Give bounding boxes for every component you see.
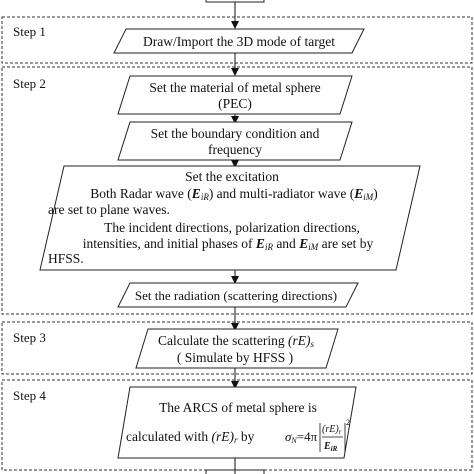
excitation-title: Set the excitation <box>185 169 279 184</box>
step2-label: Step 2 <box>13 76 46 91</box>
excitation-line1: Both Radar wave (EiR) and multi-radiator… <box>90 186 378 202</box>
arcs-text-1: The ARCS of metal sphere is <box>159 400 317 415</box>
step1-container <box>1 16 473 64</box>
formula-exponent: 2 <box>346 418 350 427</box>
boundary-text-2: frequency <box>208 142 262 157</box>
boundary-box <box>117 121 353 161</box>
draw-import-box <box>113 28 365 54</box>
formula-sigma: σN=4π <box>285 429 318 445</box>
formula-denominator: EiR <box>323 441 338 453</box>
step1-label: Step 1 <box>13 24 46 39</box>
step4-label: Step 4 <box>13 388 46 403</box>
step2-container <box>1 66 473 315</box>
excitation-box <box>39 165 421 271</box>
material-box <box>117 75 353 115</box>
boundary-text-1: Set the boundary condition and <box>151 126 320 141</box>
top-partial-box <box>205 0 265 3</box>
excitation-line2: are set to plane waves. <box>48 202 170 217</box>
arcs-box <box>117 386 357 459</box>
excitation-line5: HFSS. <box>48 251 84 266</box>
bottom-partial-box <box>205 469 265 474</box>
arcs-text-2: calculated with (rE)r by <box>126 429 255 445</box>
calculate-text: Calculate the scattering (rE)s <box>158 333 315 349</box>
calculate-box <box>135 328 339 369</box>
material-text-1: Set the material of metal sphere <box>149 80 320 95</box>
simulate-text: ( Simulate by HFSS ) <box>177 350 293 365</box>
radiation-box <box>117 282 359 308</box>
step3-label: Step 3 <box>13 330 46 345</box>
excitation-line3: The incident directions, polarization di… <box>104 220 360 235</box>
draw-import-text: Draw/Import the 3D mode of target <box>143 34 335 49</box>
material-text-2: (PEC) <box>218 96 252 111</box>
arcs-formula: σN=4π (rE)r EiR 2 <box>285 418 350 453</box>
formula-numerator: (rE)r <box>322 424 342 436</box>
radiation-text: Set the radiation (scattering directions… <box>135 288 337 303</box>
step3-container <box>1 321 473 375</box>
excitation-line4: intensities, and initial phases of EiR a… <box>83 236 374 252</box>
